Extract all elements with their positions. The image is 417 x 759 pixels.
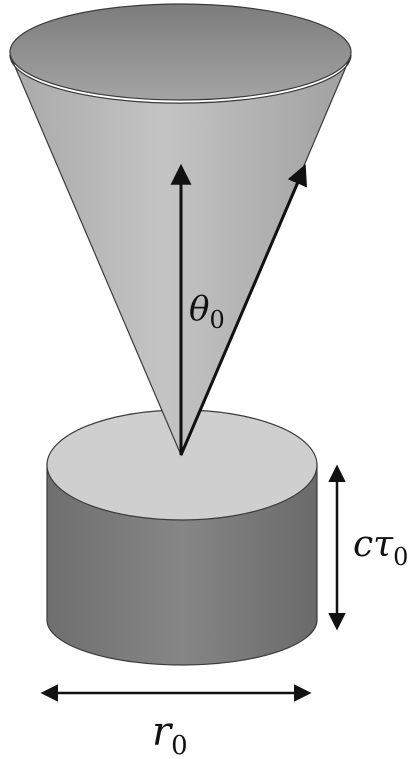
cone-opening — [9, 3, 352, 101]
cylinder-side — [46, 464, 318, 666]
cone-arrows — [170, 163, 308, 456]
slant-edge-arrow — [179, 164, 308, 456]
angle-label: θ0 — [189, 289, 225, 334]
height-label: cτ0 — [353, 524, 408, 571]
radius-label: r0 — [152, 709, 188, 759]
